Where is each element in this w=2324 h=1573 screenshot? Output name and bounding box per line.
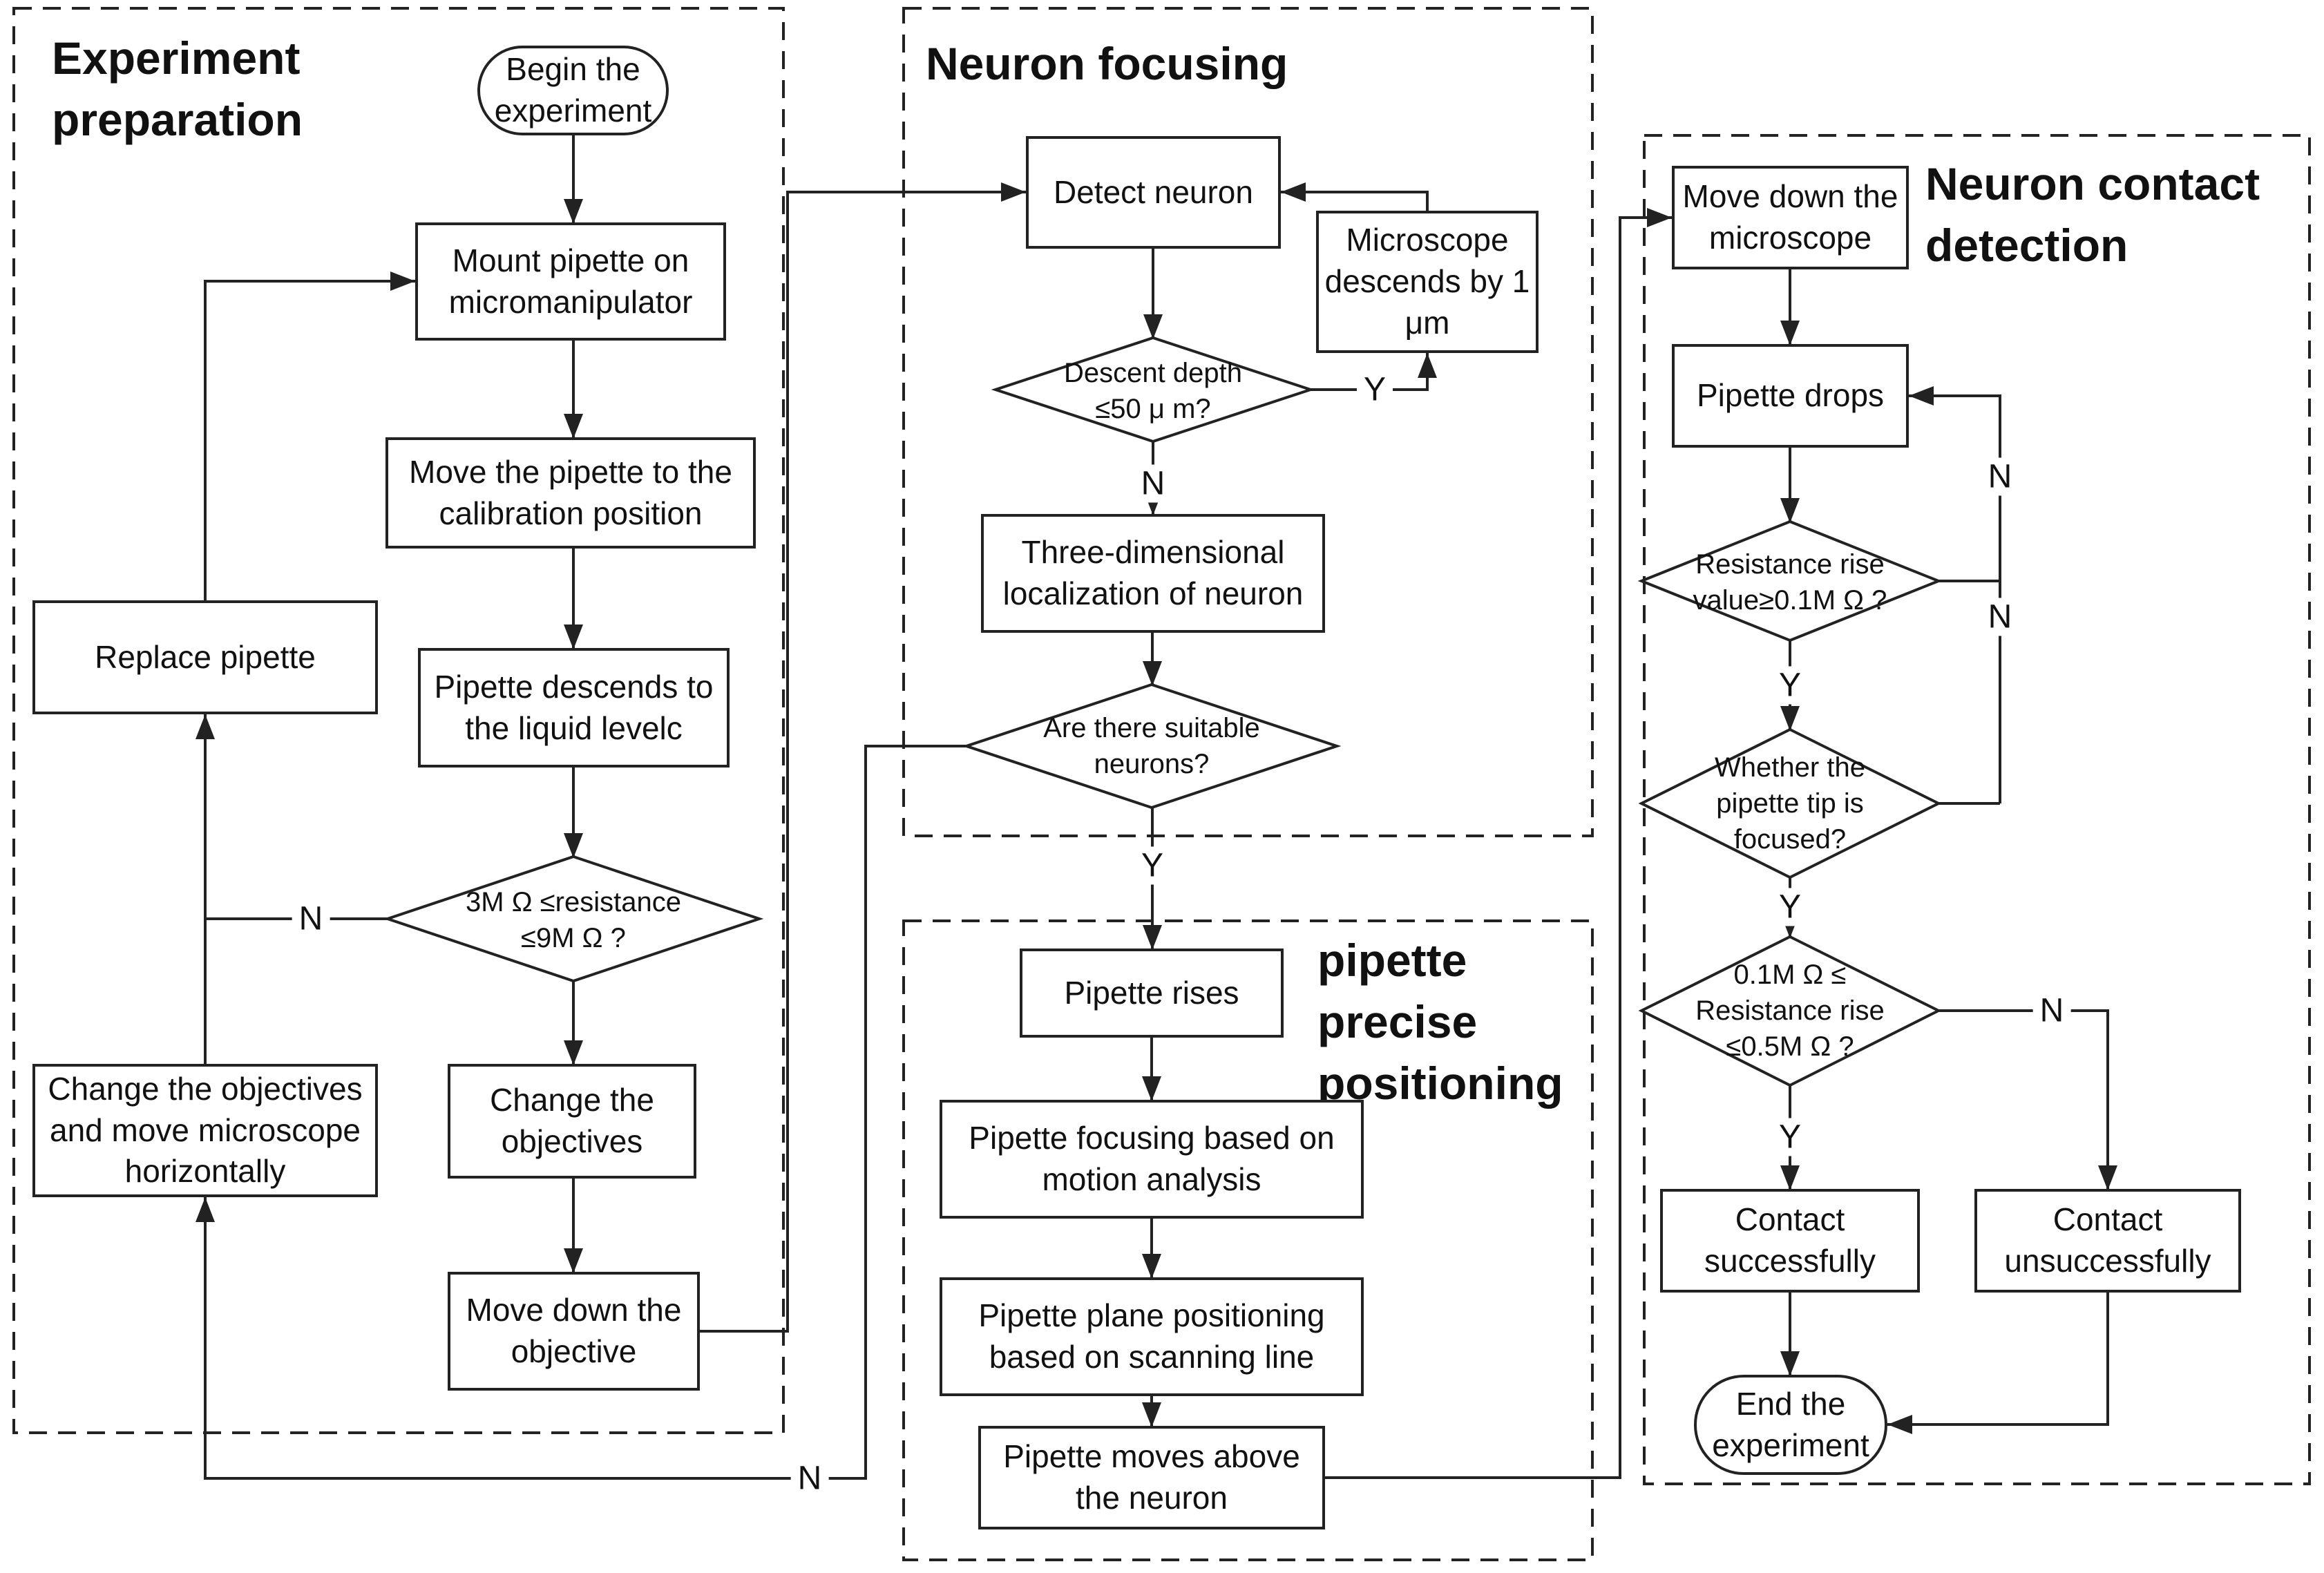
tip-focused-diamond: [1638, 727, 1942, 879]
suitable-neurons-diamond: [962, 683, 1342, 810]
edge-label-resistance-no: N: [292, 899, 330, 938]
resistance-check-diamond: [383, 855, 764, 983]
edge-label-resistance-rise-yes: Y: [1771, 666, 1809, 705]
node-microscope-descends: Microscope descends by 1 μm: [1316, 211, 1539, 353]
pipette-precise-positioning-border: [902, 919, 1594, 1561]
edge-label-resistance-rise-no: N: [1981, 598, 2019, 636]
edge-moves-above-to-move-down-microscope: [1325, 216, 1672, 1479]
edge-label-descent-no: N: [1134, 464, 1172, 503]
node-begin-experiment: Begin the experiment: [477, 46, 669, 135]
edge-label-range-yes: Y: [1771, 1118, 1809, 1156]
resistance-rise-diamond: [1637, 519, 1943, 642]
node-three-dimensional-localization: Three-dimensional localization of neuron: [981, 514, 1325, 633]
node-contact-unsuccessfully: Contact unsuccessfully: [1974, 1189, 2241, 1293]
edge-label-suitable-no: N: [790, 1459, 829, 1498]
section-title-experiment-preparation: Experiment preparation: [52, 32, 303, 146]
node-pipette-focusing: Pipette focusing based on motion analysi…: [940, 1100, 1364, 1219]
edge-move-down-objective-to-detect: [700, 191, 1026, 1333]
node-pipette-drops: Pipette drops: [1672, 344, 1909, 448]
node-contact-successfully: Contact successfully: [1660, 1189, 1920, 1293]
node-replace-pipette: Replace pipette: [32, 600, 378, 714]
experiment-preparation-border: [12, 7, 785, 1434]
edge-suitable-no-loop: [204, 745, 966, 1480]
section-title-neuron-contact-detection: Neuron contact detection: [1925, 158, 2260, 271]
arrowheads: [196, 182, 2117, 1434]
edge-range-no-to-unsuccess: [1939, 1009, 2109, 1189]
resistance-rise-range-diamond: [1638, 935, 1942, 1087]
edge-label-range-no: N: [2032, 991, 2071, 1030]
section-borders: [12, 7, 2311, 1561]
label-resistance-check: 3M Ω ≤resistance ≤9M Ω ?: [466, 887, 681, 953]
edge-label-suitable-yes: Y: [1134, 846, 1171, 885]
edge-label-tip-focused-yes: Y: [1771, 888, 1809, 926]
node-detect-neuron: Detect neuron: [1026, 136, 1281, 249]
node-pipette-descends: Pipette descends to the liquid levelc: [418, 648, 730, 768]
edge-microscope-descends-to-detect: [1281, 191, 1429, 211]
label-resistance-rise-range-check: 0.1M Ω ≤ Resistance rise ≤0.5M Ω ?: [1695, 960, 1885, 1062]
section-title-pipette-precise-positioning: pipette precise positioning: [1317, 935, 1563, 1109]
node-pipette-moves-above: Pipette moves above the neuron: [978, 1426, 1325, 1529]
node-change-objectives-horizontally: Change the objectives and move microscop…: [32, 1064, 378, 1197]
node-move-down-objective: Move down the objective: [448, 1272, 700, 1391]
node-mount-pipette: Mount pipette on micromanipulator: [415, 222, 726, 341]
label-tip-focused-check: Whether the pipette tip is focused?: [1715, 752, 1865, 855]
node-move-to-calibration: Move the pipette to the calibration posi…: [385, 437, 756, 549]
edge-loop-back-to-pipette-drops: [1909, 394, 2001, 803]
label-suitable-neurons-check: Are there suitable neurons?: [1043, 713, 1260, 779]
edge-label-descent-yes: Y: [1356, 370, 1393, 409]
descent-depth-diamond: [991, 336, 1315, 444]
neuron-contact-detection-border: [1643, 134, 2311, 1485]
edge-unsuccess-to-end: [1887, 1293, 2109, 1426]
node-change-objectives: Change the objectives: [448, 1064, 696, 1179]
edge-replace-to-mount: [204, 280, 415, 600]
label-resistance-rise-check: Resistance rise value≥0.1M Ω ?: [1693, 549, 1887, 616]
section-title-neuron-focusing: Neuron focusing: [926, 38, 1288, 89]
node-end-experiment: End the experiment: [1694, 1375, 1887, 1475]
node-move-down-microscope: Move down the microscope: [1672, 166, 1909, 269]
decision-diamonds: [383, 336, 1943, 1087]
node-pipette-rises: Pipette rises: [1020, 948, 1284, 1038]
label-descent-depth-check: Descent depth ≤50 μ m?: [1064, 358, 1242, 424]
node-pipette-plane-positioning: Pipette plane positioning based on scann…: [940, 1277, 1364, 1396]
neuron-focusing-border: [902, 7, 1594, 837]
edge-label-drops-loop-no: N: [1981, 457, 2019, 496]
